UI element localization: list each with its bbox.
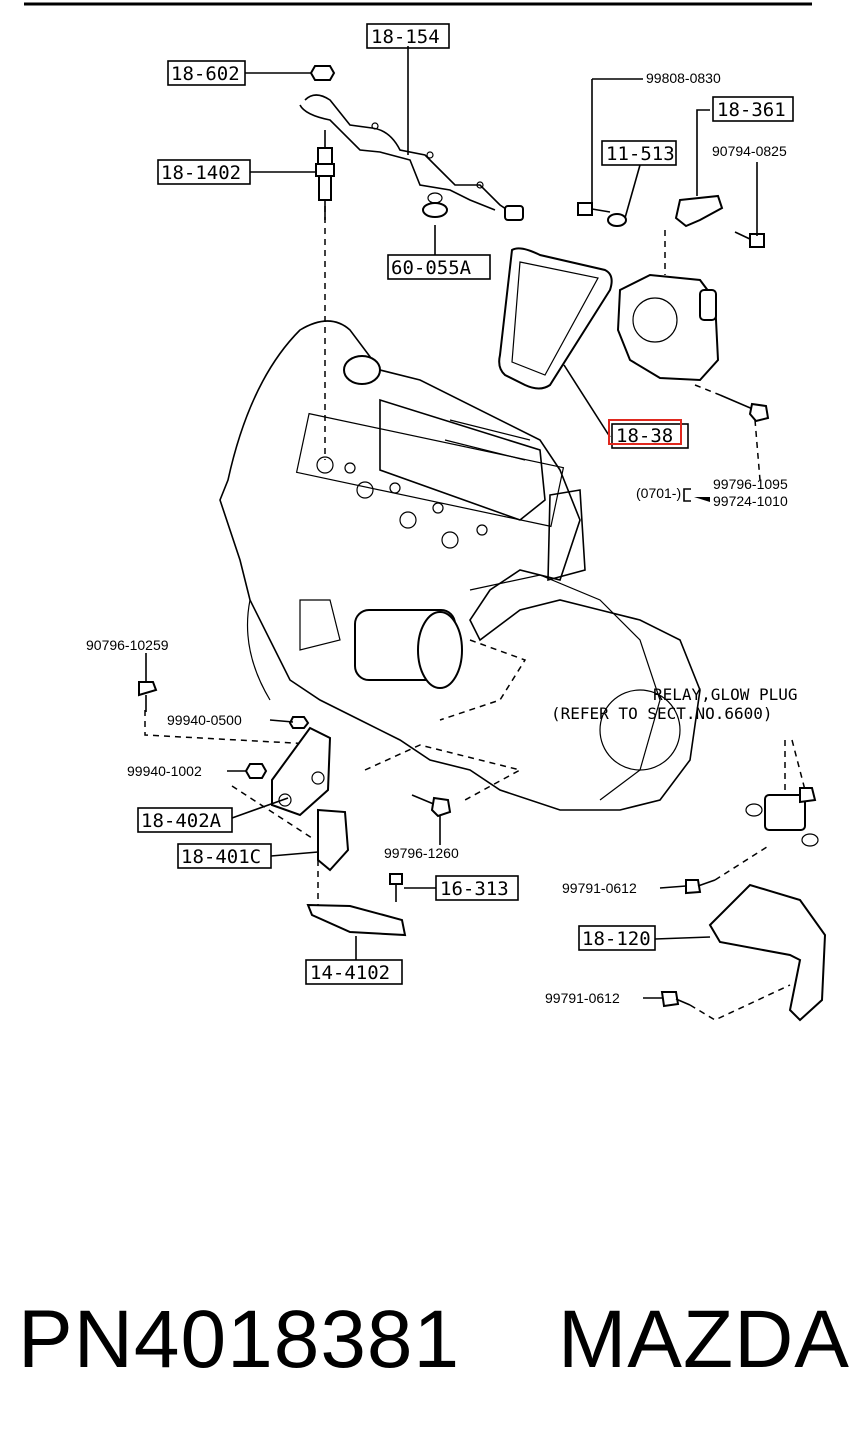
callout-18-602-text: 18-602 <box>171 63 240 85</box>
label-0701: (0701-) <box>636 485 681 501</box>
part-number: PN4018381 <box>18 1294 461 1385</box>
callout-18-361: 18-361 <box>712 96 794 122</box>
bolt-16-313-drawing <box>389 873 403 902</box>
bolt-99796-1260-drawing <box>411 794 452 818</box>
pump-guide-lines <box>664 230 761 481</box>
callout-18-154: 18-154 <box>366 23 450 49</box>
label-99796-1260: 99796-1260 <box>384 845 459 861</box>
callout-18-38: 18-38 <box>608 419 689 449</box>
clip-drawing <box>422 192 448 218</box>
callout-14-4102-text: 14-4102 <box>310 962 390 984</box>
bolt-guide-line <box>144 710 331 746</box>
bolt-99791-0612-a-drawing <box>685 879 716 895</box>
callout-60-055A-text: 60-055A <box>391 257 472 279</box>
callout-18-1402: 18-1402 <box>157 159 251 185</box>
label-99791-0612-b: 99791-0612 <box>545 990 620 1006</box>
callout-11-513-text: 11-513 <box>606 143 675 165</box>
glow-plug-harness <box>299 94 524 221</box>
callout-18-154-text: 18-154 <box>371 26 440 48</box>
callout-18-1402-text: 18-1402 <box>161 162 241 184</box>
bracket-18-120-drawing <box>708 883 827 1022</box>
callout-16-313-text: 16-313 <box>440 878 509 900</box>
nut-18-602-drawing <box>309 65 336 81</box>
relay-note-line2: (REFER TO SECT.NO.6600) <box>551 704 773 723</box>
label-99724-1010: 99724-1010 <box>713 493 788 509</box>
bolt-99796-1095-drawing <box>719 394 770 423</box>
label-90794-0825: 90794-0825 <box>712 143 787 159</box>
pump-drawing <box>616 273 720 382</box>
label-99796-1095: 99796-1095 <box>713 476 788 492</box>
mount-guide-lines <box>231 785 319 905</box>
relay-drawing <box>745 787 819 847</box>
engine-parts-diagram: 18-154 18-602 18-1402 60-055A 99808-0830… <box>24 2 827 1022</box>
bolt-99808-drawing <box>577 202 627 227</box>
label-90796-10259: 90796-10259 <box>86 637 169 653</box>
callout-60-055A: 60-055A <box>387 254 491 280</box>
bracket-18-402A-drawing <box>271 726 332 817</box>
callout-18-401C: 18-401C <box>177 843 272 869</box>
callout-18-602: 18-602 <box>167 60 246 86</box>
drive-belt-inner <box>511 261 599 376</box>
callout-11-513: 11-513 <box>601 140 677 166</box>
bracket-guide-line <box>364 744 523 801</box>
bracket-18-401C-drawing <box>317 808 350 872</box>
bolt-99791-0612-b-drawing <box>660 991 691 1008</box>
bolt-90794-drawing <box>734 231 765 248</box>
callout-18-361-text: 18-361 <box>717 99 786 121</box>
drive-belt-drawing <box>498 247 613 390</box>
nut-99940-1002-drawing <box>244 763 268 779</box>
callout-14-4102: 14-4102 <box>305 959 403 985</box>
bracket-14-4102-drawing <box>306 903 407 937</box>
callout-18-38-text: 18-38 <box>616 425 673 447</box>
brand-name: MAZDA <box>558 1294 850 1385</box>
footer: PN4018381 MAZDA <box>0 1290 864 1410</box>
relay-guide-lines <box>689 739 806 1021</box>
callout-18-120-text: 18-120 <box>582 928 651 950</box>
callout-18-402A: 18-402A <box>137 807 233 833</box>
relay-note-line1: RELAY,GLOW PLUG <box>653 685 798 704</box>
nut-99940-0500-drawing <box>288 716 310 729</box>
highlight-18-38 <box>608 419 682 445</box>
callout-18-402A-text: 18-402A <box>141 810 222 832</box>
label-99940-0500: 99940-0500 <box>167 712 242 728</box>
bolt-90796-drawing <box>138 681 158 712</box>
label-99791-0612-a: 99791-0612 <box>562 880 637 896</box>
callout-18-120: 18-120 <box>578 925 656 951</box>
label-99940-1002: 99940-1002 <box>127 763 202 779</box>
bracket-18-361-drawing <box>674 194 724 228</box>
callout-16-313: 16-313 <box>435 875 519 901</box>
callout-18-401C-text: 18-401C <box>181 846 261 868</box>
leader-lines <box>145 46 758 999</box>
starter-guide-line <box>439 639 527 721</box>
engine-block-drawing <box>219 320 701 811</box>
glow-plug-drawing <box>315 130 335 220</box>
label-99808-0830: 99808-0830 <box>646 70 721 86</box>
